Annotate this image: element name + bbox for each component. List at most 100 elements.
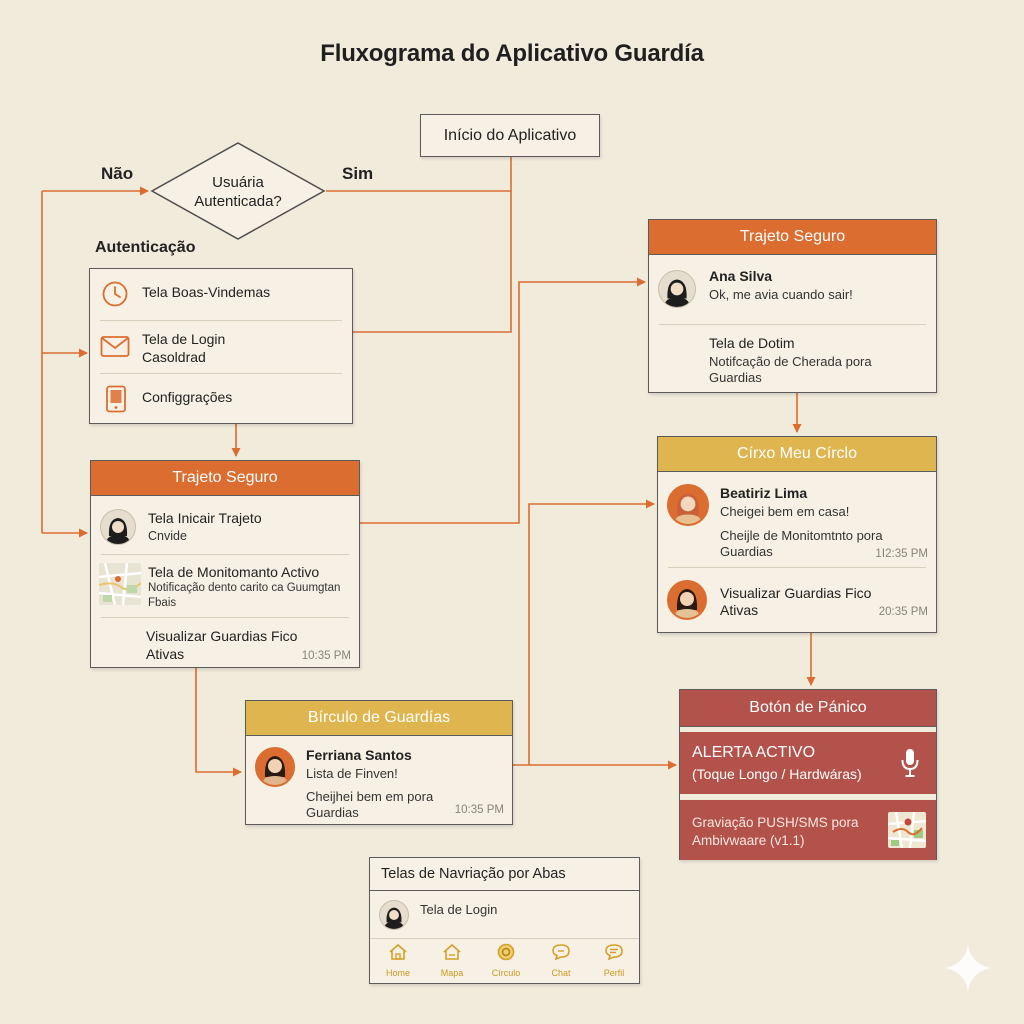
sparkle-icon: [944, 944, 992, 992]
circle-right-guardians-sub: Ativas: [720, 602, 759, 618]
start-node: Início do Aplicativo: [420, 114, 600, 157]
auth-item-login-label: Tela de Login: [142, 331, 226, 347]
avatar: [667, 580, 707, 620]
trip-left-row-monitor-sub: Notificação dento carito ca Guumgtan: [148, 582, 341, 594]
decision-node: Usuária Autenticada?: [150, 141, 326, 241]
trip-card-left: Trajeto Seguro Tela Inicair Trajeto Cnvi…: [90, 460, 360, 668]
trip-card-right-header: Trajeto Seguro: [649, 220, 936, 255]
auth-item-login[interactable]: Tela de Login Casoldrad: [90, 321, 352, 373]
trip-left-row-guardians-sub: Ativas: [146, 646, 185, 662]
decision-line1: Usuária: [212, 174, 264, 191]
tab-circle[interactable]: Círculo: [481, 943, 531, 978]
tab-map[interactable]: Mapa: [427, 943, 477, 978]
circle-bottom-name: Ferriana Santos: [306, 747, 412, 763]
panic-alert-title: ALERTA ACTIVO: [692, 744, 816, 761]
panic-alert-button[interactable]: ALERTA ACTIVO (Toque Longo / Hardwáras): [680, 732, 936, 794]
connector-auth-to-start: [353, 191, 512, 333]
trip-right-line3: Guardias: [709, 370, 762, 385]
trip-left-row-start[interactable]: Tela Inicair Trajeto Cnvide: [91, 497, 359, 551]
avatar: [379, 900, 409, 930]
profile-icon: [605, 944, 623, 961]
tab-circle-label: Círculo: [491, 968, 521, 978]
circle-right-line2: Guardias: [720, 544, 773, 559]
map-icon: [443, 943, 461, 960]
chat-icon: [552, 944, 570, 961]
trip-right-name: Ana Silva: [709, 268, 773, 284]
circle-right-line1: Cheijle de Monitomtnto pora: [720, 528, 883, 543]
auth-section-label: Autenticação: [95, 239, 196, 256]
mail-icon: [100, 336, 130, 357]
trip-left-row-monitor-title: Tela de Monitomanto Activo: [148, 564, 320, 580]
circle-right-name: Beatiriz Lima: [720, 485, 808, 501]
trip-right-text: Ok, me avia cuando sair!: [709, 287, 853, 302]
diagram-title: Fluxograma do Aplicativo Guardía: [320, 40, 704, 67]
connector-trip-to-circle: [195, 668, 242, 777]
circle-bottom-line1: Cheijhei bem em pora: [306, 789, 434, 804]
circle-bottom-message[interactable]: Ferriana Santos Lista de Finven! Cheijhe…: [246, 737, 512, 825]
phone-icon: [106, 385, 126, 413]
decision-no-label: Não: [101, 164, 134, 183]
tab-chat-label: Chat: [551, 968, 571, 978]
avatar: [667, 484, 709, 526]
auth-item-settings[interactable]: Configgrações: [90, 374, 352, 424]
connector-trip-to-trip-right: [360, 277, 646, 524]
panic-record-row[interactable]: Graviação PUSH/SMS pora Ambivwaare (v1.1…: [680, 800, 936, 860]
circle-right-time2: 20:35 PM: [878, 606, 928, 618]
map-icon: [99, 563, 141, 605]
trip-right-message[interactable]: Ana Silva Ok, me avia cuando sair!: [649, 256, 936, 322]
home-icon: [389, 943, 407, 960]
map-icon: [888, 812, 926, 848]
circle-bottom-text: Lista de Finven!: [306, 766, 398, 781]
avatar: [658, 270, 696, 308]
connector-circle-to-circle-right: [528, 499, 655, 765]
nav-screen-card: Telas de Navriação por Abas Tela de Logi…: [369, 857, 640, 984]
tab-profile[interactable]: Perfil: [589, 943, 639, 978]
auth-item-login-sub: Casoldrad: [142, 349, 206, 365]
trip-right-notification[interactable]: Tela de Dotim Notifcação de Cherada pora…: [649, 325, 936, 393]
panic-record-line2: Ambivwaare (v1.1): [692, 833, 805, 848]
nav-screen-header: Telas de Navriação por Abas: [370, 858, 639, 891]
tab-home-label: Home: [385, 968, 410, 978]
decision-line2: Autenticada?: [194, 193, 282, 210]
auth-item-welcome[interactable]: Tela Boas-Vindemas: [90, 269, 352, 319]
tab-map-label: Mapa: [440, 968, 464, 978]
circle-right-guardians-title: Visualizar Guardias Fico: [720, 585, 872, 601]
avatar: [100, 509, 136, 545]
tab-profile-label: Perfil: [603, 968, 625, 978]
circle-bottom-line2: Guardias: [306, 805, 359, 820]
auth-card: Tela Boas-Vindemas Tela de Login Casoldr…: [89, 268, 353, 424]
panic-alert-sub: (Toque Longo / Hardwáras): [692, 766, 862, 782]
circle-card-right-header: Círxo Meu Círclo: [658, 437, 936, 472]
trip-card-right: Trajeto Seguro Ana Silva Ok, me avia cua…: [648, 219, 937, 393]
avatar: [255, 747, 295, 787]
start-node-label: Início do Aplicativo: [443, 126, 577, 144]
circle-right-guardians[interactable]: Visualizar Guardias Fico Ativas 20:35 PM: [658, 568, 936, 632]
trip-left-row-monitor-sub2: Fbais: [148, 597, 177, 609]
nav-login-row[interactable]: Tela de Login: [370, 891, 639, 941]
trip-right-line2: Notifcação de Cherada pora: [709, 354, 872, 369]
trip-left-row-guardians-title: Visualizar Guardias Fico: [146, 628, 298, 644]
nav-login-row-label: Tela de Login: [420, 902, 498, 917]
panic-card: Botón de Pánico ALERTA ACTIVO (Toque Lon…: [679, 689, 937, 860]
circle-card-bottom-header: Bírculo de Guardías: [246, 701, 512, 736]
trip-card-left-header: Trajeto Seguro: [91, 461, 359, 496]
panic-card-header: Botón de Pánico: [680, 690, 936, 727]
circle-right-text: Cheigei bem em casa!: [720, 504, 850, 519]
microphone-icon: [901, 749, 919, 777]
trip-right-line1: Tela de Dotim: [709, 335, 795, 351]
auth-item-welcome-label: Tela Boas-Vindemas: [142, 284, 271, 300]
tab-home[interactable]: Home: [373, 943, 423, 978]
circle-card-right: Círxo Meu Círclo Beatiriz Lima Cheigei b…: [657, 436, 937, 633]
clock-icon: [102, 281, 128, 307]
trip-left-row-guardians-time: 10:35 PM: [301, 650, 351, 662]
trip-left-row-start-title: Tela Inicair Trajeto: [148, 510, 262, 526]
trip-left-row-monitor[interactable]: Tela de Monitomanto Activo Notificação d…: [91, 555, 359, 615]
circle-right-time1: 1Ⅰ2:35 PM: [875, 548, 928, 560]
circle-bottom-time: 10:35 PM: [454, 804, 504, 816]
circle-right-message[interactable]: Beatiriz Lima Cheigei bem em casa! Cheij…: [658, 473, 936, 565]
trip-left-row-guardians[interactable]: Visualizar Guardias Fico Ativas 10:35 PM: [91, 618, 359, 668]
tab-chat[interactable]: Chat: [536, 943, 586, 978]
tab-bar: Home Mapa Círculo Chat: [370, 938, 639, 983]
circle-card-bottom: Bírculo de Guardías Ferriana Santos List…: [245, 700, 513, 825]
